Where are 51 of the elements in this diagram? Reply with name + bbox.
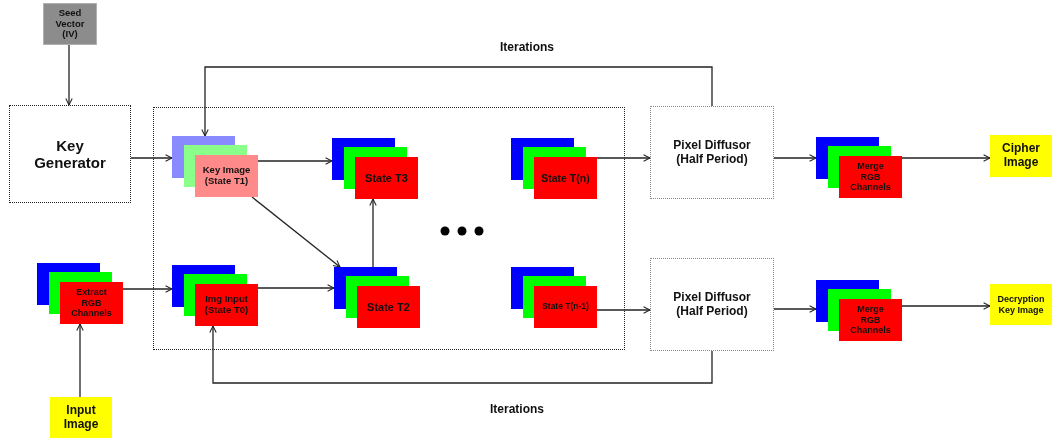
arrow [773, 305, 817, 313]
node-label: State T2 [366, 299, 411, 315]
arrow [65, 44, 73, 106]
arrow [130, 154, 173, 162]
arrow [122, 285, 173, 293]
arrow [596, 306, 651, 314]
process-box [650, 258, 774, 351]
image-channel-stack [172, 265, 258, 326]
edge-label: Iterations [497, 40, 557, 54]
node-label: Pixel Diffusor (Half Period) [672, 136, 752, 168]
image-channel-stack [172, 136, 258, 197]
output-box [990, 135, 1052, 177]
node-label: Key Generator [33, 135, 107, 173]
node-label: Merge RGB Channels [849, 160, 892, 195]
node-label: Input Image [62, 401, 100, 433]
arrow [901, 154, 991, 162]
node-label: Extract RGB Channels [70, 286, 113, 321]
image-channel-stack [511, 267, 597, 328]
arrow [369, 198, 377, 268]
arrow [209, 325, 713, 384]
node-label: State T(n) [540, 170, 591, 186]
process-box [650, 106, 774, 199]
output-box [50, 397, 112, 438]
node-label: Key Image (State T1) [201, 163, 252, 188]
image-channel-stack [334, 267, 420, 328]
image-channel-stack [37, 263, 123, 324]
image-channel-stack [332, 138, 418, 199]
arrow [596, 154, 651, 162]
group-box [153, 107, 625, 350]
node-label: Img Input (State T0) [203, 292, 250, 317]
arrow [257, 284, 335, 292]
input-box [43, 3, 97, 45]
output-box [990, 284, 1052, 325]
node-label: State T3 [364, 170, 409, 186]
node-label: Decryption Key Image [996, 293, 1046, 317]
node-label: Cipher Image [1001, 140, 1041, 171]
image-channel-stack [816, 137, 902, 198]
node-label: Pixel Diffusor (Half Period) [672, 288, 752, 320]
node-label: State T(n-1) [541, 300, 590, 314]
image-channel-stack [816, 280, 902, 341]
arrow [773, 154, 817, 162]
node-label: Seed Vector (IV) [54, 5, 86, 42]
arrow [257, 157, 333, 165]
arrow [201, 66, 713, 137]
arrow [76, 323, 84, 398]
node-label: Merge RGB Channels [849, 303, 892, 338]
edge-label: Iterations [487, 402, 547, 416]
arrow [901, 302, 991, 310]
image-channel-stack [511, 138, 597, 199]
arrow [251, 196, 341, 268]
process-box [9, 105, 131, 203]
